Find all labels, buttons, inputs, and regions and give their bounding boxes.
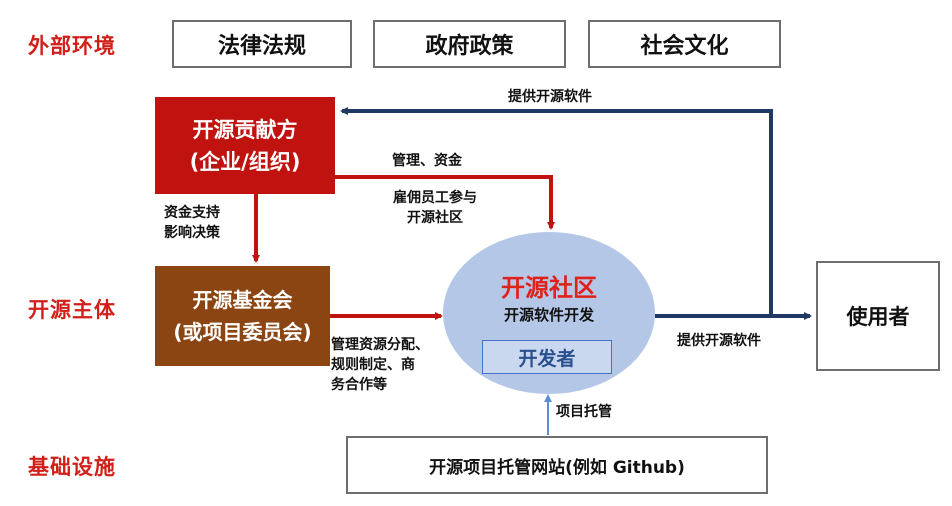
user-box: 使用者	[816, 261, 940, 371]
arrow-provide-software-top	[340, 107, 773, 316]
community-subtitle: 开源软件开发	[503, 306, 594, 324]
foundation-subtitle: (或项目委员会)	[173, 320, 312, 344]
layer-label-external: 外部环境	[28, 34, 116, 58]
layer-label-infrastructure: 基础设施	[28, 455, 116, 479]
label-hosting-arrow: 项目托管	[556, 404, 612, 420]
community-title: 开源社区	[501, 274, 597, 302]
external-box-policy: 政府政策	[373, 20, 566, 68]
label-hire: 雇佣员工参与 开源社区	[378, 188, 492, 228]
contributor-box: 开源贡献方 (企业/组织)	[155, 97, 335, 194]
foundation-box: 开源基金会 (或项目委员会)	[155, 266, 330, 366]
developer-box: 开发者	[482, 340, 612, 374]
label-fund-support: 资金支持 影响决策	[164, 203, 220, 243]
label-foundation-roles-line2: 规则制定、商	[331, 357, 415, 373]
label-foundation-roles: 管理资源分配、 规则制定、商 务合作等	[331, 335, 429, 395]
label-fund-support-line2: 影响决策	[164, 225, 220, 241]
external-box-culture: 社会文化	[588, 20, 781, 68]
label-foundation-roles-line1: 管理资源分配、	[331, 337, 429, 353]
hosting-box: 开源项目托管网站(例如 Github)	[346, 436, 768, 494]
contributor-title: 开源贡献方	[192, 117, 298, 142]
label-provide-software-right: 提供开源软件	[677, 333, 761, 349]
layer-label-subject: 开源主体	[28, 298, 116, 322]
label-hire-line1: 雇佣员工参与	[393, 190, 477, 206]
label-hire-line2: 开源社区	[407, 210, 463, 226]
external-box-law: 法律法规	[172, 20, 352, 68]
foundation-title: 开源基金会	[192, 288, 293, 312]
arrow-contributor-to-community	[335, 175, 555, 230]
label-provide-software-top: 提供开源软件	[508, 89, 592, 105]
label-manage-fund: 管理、资金	[392, 153, 462, 169]
contributor-subtitle: (企业/组织)	[189, 149, 301, 174]
label-foundation-roles-line3: 务合作等	[331, 377, 387, 393]
label-fund-support-line1: 资金支持	[164, 205, 220, 221]
